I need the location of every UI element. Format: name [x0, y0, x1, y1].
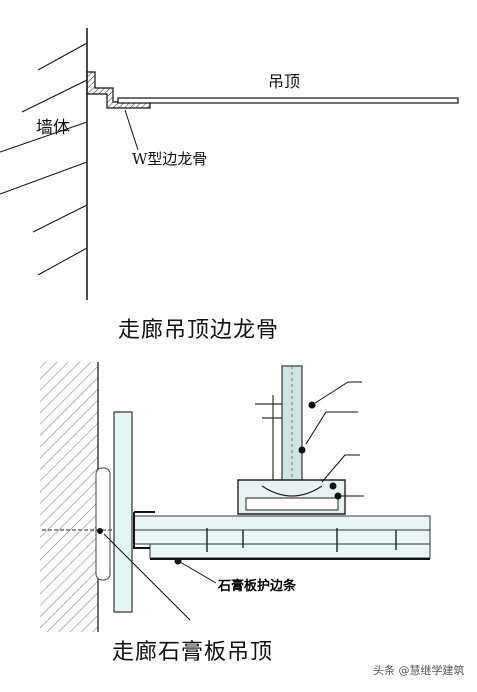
- edge-profile: [133, 511, 155, 549]
- diagram-2: [40, 362, 431, 632]
- secondary-keel: [245, 497, 339, 511]
- caption-corridor-gypsum-ceiling: 走廊石膏板吊顶: [112, 640, 274, 665]
- screws: [206, 528, 397, 552]
- edge-keel-leader-line: [124, 109, 139, 151]
- caption-corridor-ceiling-edge-keel: 走廊吊顶边龙骨: [118, 318, 280, 343]
- wall-section: [40, 362, 98, 632]
- label-gypsum-edge-strip: 石膏板护边条: [218, 579, 297, 594]
- label-ceiling: 吊顶: [268, 72, 301, 91]
- ceiling-board-top: [133, 515, 431, 531]
- wall-panel: [113, 411, 133, 613]
- wall-hatch-lines: [0, 42, 88, 276]
- ceiling-board-lower: [149, 543, 431, 559]
- callout-dots: [174, 401, 342, 565]
- hanger-clip: [261, 485, 323, 497]
- label-wall: 墙体: [36, 118, 70, 138]
- leader-lines: [103, 381, 364, 621]
- ceiling-board-bottom: [133, 529, 431, 545]
- wall-anchor-plate: [95, 467, 111, 581]
- wall-anchor-point: [97, 528, 103, 534]
- diagram-1: [0, 28, 459, 300]
- ceiling-board: [117, 97, 459, 104]
- watermark: 头条 @慧继学建筑: [373, 664, 465, 677]
- label-w-edge-keel: W型边龙骨: [132, 150, 208, 168]
